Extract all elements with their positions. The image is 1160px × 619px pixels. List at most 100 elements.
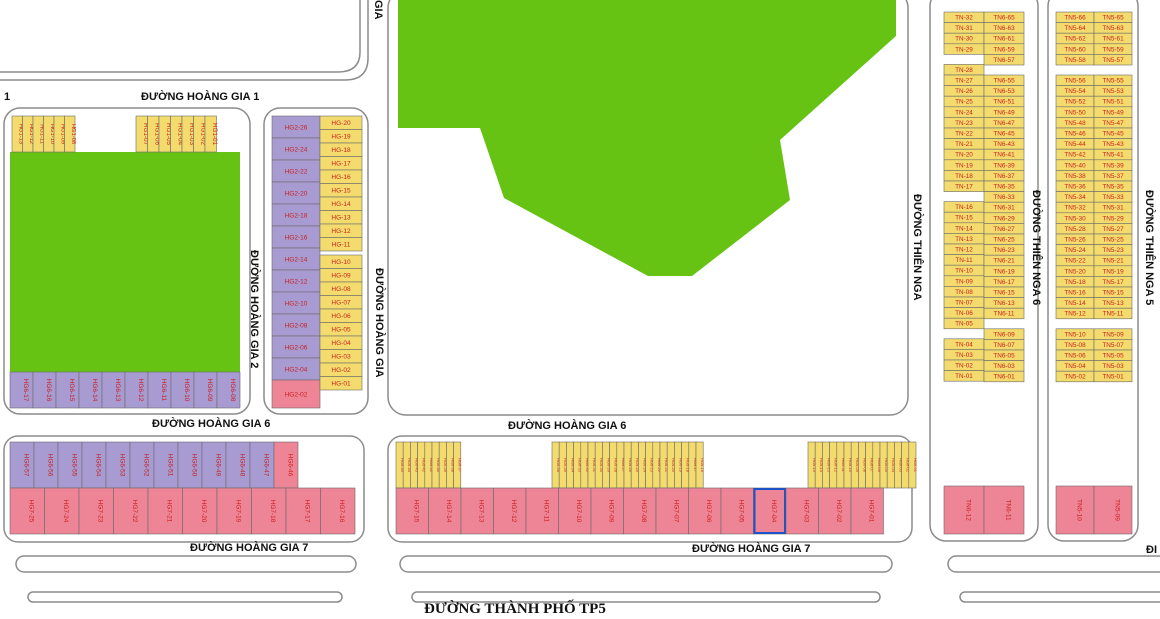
lot-hg7-02[interactable]: HG7-02 [818,487,852,535]
lot-tn5-09[interactable]: TN5-09 [1093,328,1133,340]
lot-tn5-05[interactable]: TN5-05 [1093,349,1133,361]
lot-tn5-54[interactable]: TN5-54 [1055,85,1095,97]
lot-hg2-16[interactable]: HG2-16 [271,225,321,249]
lot-hg-13[interactable]: HG-13 [319,210,363,225]
lot-hg6-37[interactable]: HG6-37 [453,441,463,489]
lot-hg1-07[interactable]: HG1-07 [135,115,149,153]
lot-hg1-11[interactable]: HG1-11 [32,115,44,153]
lot-tn5-33[interactable]: TN5-33 [1093,191,1133,203]
lot-tn5-08[interactable]: TN5-08 [1055,339,1095,351]
lot-parcel[interactable] [1093,485,1133,535]
lot-parcel[interactable] [395,487,429,535]
lot-parcel[interactable] [251,487,287,535]
lot-tn6-27[interactable]: TN6-27 [983,223,1025,235]
lot-hg6-46[interactable]: HG6-46 [273,441,299,489]
lot-tn-05[interactable]: TN-05 [943,317,985,330]
lot-tn-10[interactable]: TN-10 [943,264,985,277]
lot-hg7-04[interactable]: HG7-04 [753,487,787,535]
lot-parcel[interactable] [81,441,107,489]
lot-hg1-01[interactable]: HG1-01 [204,115,218,153]
lot-tn-13[interactable]: TN-13 [943,233,985,245]
lot-tn5-32[interactable]: TN5-32 [1055,201,1095,214]
lot-hg1-13[interactable]: HG1-13 [11,115,23,153]
lot-tn6-03[interactable]: TN6-03 [983,360,1025,372]
lot-tn6-23[interactable]: TN6-23 [983,244,1025,256]
lot-hg-14[interactable]: HG-14 [319,196,363,211]
lot-tn5-40[interactable]: TN5-40 [1055,159,1095,171]
lot-hg6-50[interactable]: HG6-50 [177,441,203,489]
lot-parcel[interactable] [983,370,1025,383]
lot-tn6-39[interactable]: TN6-39 [983,159,1025,171]
lot-tn-02[interactable]: TN-02 [943,359,985,371]
lot-hg2-06[interactable]: HG2-06 [271,335,321,359]
lot-tn5-23[interactable]: TN5-23 [1093,244,1133,256]
lot-tn6-25[interactable]: TN6-25 [983,233,1025,245]
lot-parcel[interactable] [9,441,35,489]
lot-tn6-65[interactable]: TN6-65 [983,11,1025,23]
lot-tn-18[interactable]: TN-18 [943,170,985,182]
lot-tn5-47[interactable]: TN5-47 [1093,117,1133,129]
lot-tn-11[interactable]: TN-11 [943,254,985,266]
lot-tn6-29[interactable]: TN6-29 [983,212,1025,224]
lot-hg-04[interactable]: HG-04 [319,335,363,350]
lot-tn5-43[interactable]: TN5-43 [1093,138,1133,150]
lot-tn-32[interactable]: TN-32 [943,11,985,23]
lot-parcel[interactable] [753,487,787,535]
lot-tn5-48[interactable]: TN5-48 [1055,117,1095,129]
lot-tn5-37[interactable]: TN5-37 [1093,170,1133,182]
lot-parcel[interactable] [201,441,227,489]
lot-tn-27[interactable]: TN-27 [943,74,985,86]
lot-hg7-24[interactable]: HG7-24 [44,487,80,535]
lot-hg1-06[interactable]: HG1-06 [147,115,161,153]
lot-tn5-38[interactable]: TN5-38 [1055,170,1095,182]
lot-tn-15[interactable]: TN-15 [943,211,985,224]
lot-hg6-17[interactable]: HG6-17 [9,371,34,409]
lot-parcel[interactable] [273,441,299,489]
lot-tn5-14[interactable]: TN5-14 [1055,297,1095,309]
lot-tn6-47[interactable]: TN6-47 [983,117,1025,129]
lot-tn-06[interactable]: TN-06 [943,307,985,319]
lot-parcel[interactable] [983,307,1025,320]
lot-hg6-15[interactable]: HG6-15 [55,371,80,409]
lot-tn-22[interactable]: TN-22 [943,127,985,139]
lot-hg7-05[interactable]: HG7-05 [720,487,754,535]
lot-tn5-01[interactable]: TN5-01 [1093,370,1133,383]
lot-tn6-15[interactable]: TN6-15 [983,286,1025,298]
lot-tn-25[interactable]: TN-25 [943,95,985,108]
lot-hg7-10[interactable]: HG7-10 [558,487,592,535]
lot-parcel[interactable] [1055,485,1095,535]
lot-parcel[interactable] [460,487,494,535]
lot-hg6-16[interactable]: HG6-16 [32,371,57,409]
lot-tn5-64[interactable]: TN5-64 [1055,22,1095,34]
lot-tn6-07[interactable]: TN6-07 [983,339,1025,351]
lot-tn5-56[interactable]: TN5-56 [1055,74,1095,86]
lot-parcel[interactable] [428,487,462,535]
lot-tn6-12[interactable]: TN6-12 [943,485,985,535]
lot-tn-17[interactable]: TN-17 [943,180,985,192]
lot-tn5-50[interactable]: TN5-50 [1055,106,1095,118]
lot-parcel[interactable] [655,487,689,535]
lot-hg1-08[interactable]: HG1-08 [64,115,76,153]
lot-hg6-16[interactable]: HG6-16 [695,441,705,489]
lot-parcel[interactable] [204,115,217,153]
lot-hg2-04[interactable]: HG2-04 [271,357,321,381]
lot-hg7-20[interactable]: HG7-20 [182,487,218,535]
lot-hg-05[interactable]: HG-05 [319,322,363,337]
lot-parcel[interactable] [493,487,527,535]
lot-hg6-56[interactable]: HG6-56 [33,441,59,489]
lot-hg1-12[interactable]: HG1-12 [22,115,34,153]
lot-tn5-31[interactable]: TN5-31 [1093,201,1133,214]
lot-parcel[interactable] [1093,307,1133,320]
lot-tn6-51[interactable]: TN6-51 [983,95,1025,108]
lot-hg6-01[interactable]: HG6-01 [908,441,918,489]
lot-parcel[interactable] [525,487,559,535]
lot-parcel[interactable] [720,487,754,535]
lot-parcel[interactable] [33,441,59,489]
lot-tn-08[interactable]: TN-08 [943,286,985,298]
lot-hg2-26[interactable]: HG2-26 [271,115,321,139]
lot-hg7-19[interactable]: HG7-19 [216,487,252,535]
lot-hg-10[interactable]: HG-10 [319,254,363,269]
lot-tn5-44[interactable]: TN5-44 [1055,138,1095,150]
lot-tn-28[interactable]: TN-28 [943,64,985,76]
lot-hg1-09[interactable]: HG1-09 [53,115,65,153]
